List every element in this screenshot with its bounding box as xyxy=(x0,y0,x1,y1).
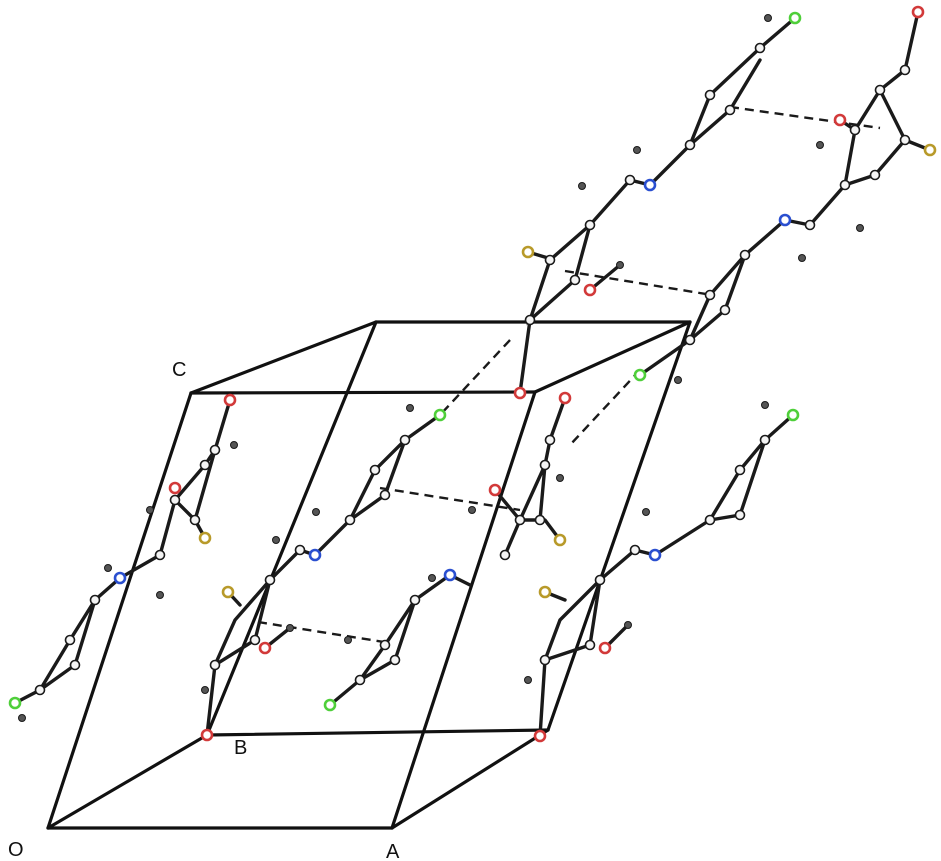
fluorine-atom xyxy=(538,585,552,599)
chlorine-atom xyxy=(633,368,647,382)
oxygen-atom xyxy=(911,5,925,19)
oxygen-atom xyxy=(833,113,847,127)
molecule-4 xyxy=(323,391,572,712)
nitrogen-atom xyxy=(443,568,457,582)
oxygen-atom xyxy=(223,393,237,407)
oxygen-atom xyxy=(598,641,612,655)
oxygen-atom xyxy=(583,283,597,297)
molecule-6 xyxy=(8,393,238,722)
molecule-3 xyxy=(200,404,447,742)
unit-cell xyxy=(46,320,692,830)
fluorine-atom xyxy=(923,143,937,157)
nitrogen-atom xyxy=(778,213,792,227)
axis-b-label: B xyxy=(234,737,247,759)
molecule-1 xyxy=(513,11,802,400)
nitrogen-atom xyxy=(308,548,322,562)
fluorine-atom xyxy=(521,245,535,259)
axis-a-label: A xyxy=(386,841,400,861)
fluorine-atom xyxy=(198,531,212,545)
chlorine-atom xyxy=(8,696,22,710)
molecule-5 xyxy=(524,401,800,743)
hydrogen-bonds xyxy=(257,105,881,644)
oxygen-atom xyxy=(168,481,182,495)
fluorine-atom xyxy=(553,533,567,547)
oxygen-atom xyxy=(258,641,272,655)
nitrogen-atom xyxy=(113,571,127,585)
axis-c-label: C xyxy=(172,359,186,381)
origin-label: O xyxy=(8,839,24,861)
oxygen-atom xyxy=(513,386,527,400)
oxygen-atom xyxy=(200,728,214,742)
chlorine-atom xyxy=(786,408,800,422)
fluorine-atom xyxy=(221,585,235,599)
nitrogen-atom xyxy=(643,178,657,192)
oxygen-atom xyxy=(558,391,572,405)
molecule-2 xyxy=(633,5,937,384)
chlorine-atom xyxy=(323,698,337,712)
chlorine-atom xyxy=(788,11,802,25)
chlorine-atom xyxy=(433,408,447,422)
oxygen-atom xyxy=(488,483,502,497)
oxygen-atom xyxy=(533,729,547,743)
nitrogen-atom xyxy=(648,548,662,562)
